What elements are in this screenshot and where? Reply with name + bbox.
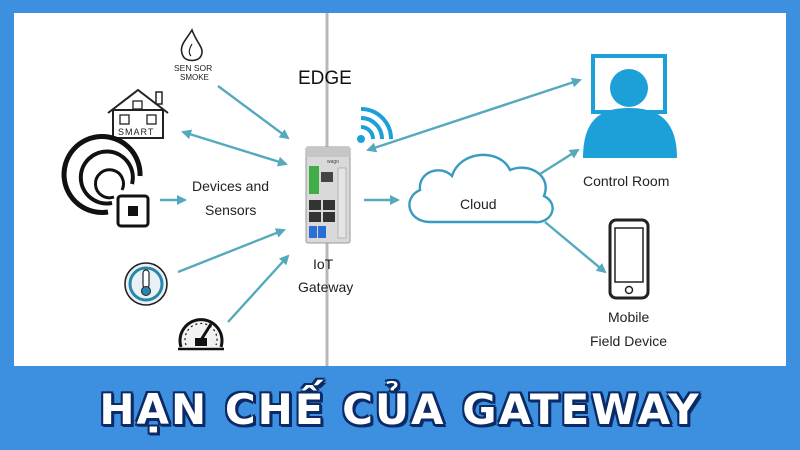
mobile-label-line1: Mobile xyxy=(608,309,649,325)
mobile-label-line2: Field Device xyxy=(590,333,667,349)
smoke-sensor-text-bottom: SMOKE xyxy=(180,73,209,82)
thermometer-gauge-icon xyxy=(124,262,168,306)
arrow-cloud-to-mobile xyxy=(544,221,607,274)
banner-title: HẠN CHẾ CỦA GATEWAY xyxy=(99,384,701,434)
arrow-gateway-control-room xyxy=(366,77,582,153)
iot-gateway-device-icon: wago xyxy=(305,146,351,244)
gateway-brand-text: wago xyxy=(327,159,339,165)
control-room-operator-icon xyxy=(583,54,677,158)
title-banner: HẠN CHẾ CỦA GATEWAY xyxy=(0,368,800,450)
smart-home-icon: SMART xyxy=(107,88,169,139)
smart-home-text: SMART xyxy=(118,127,154,137)
arrow-home-gateway xyxy=(181,129,288,167)
cloud-icon xyxy=(408,153,554,224)
gateway-label-line2: Gateway xyxy=(298,279,353,295)
arrow-smoke-to-gateway xyxy=(217,85,290,140)
arrow-thermometer-to-gateway xyxy=(177,228,286,274)
devices-label-line1: Devices and xyxy=(192,178,269,194)
arrow-cloud-to-control-room xyxy=(539,148,580,176)
smoke-sensor-text-top: SEN SOR xyxy=(174,63,212,73)
pressure-gauge-icon xyxy=(178,318,224,351)
smoke-sensor-icon: SEN SOR SMOKE xyxy=(174,28,212,82)
arrow-gauge-to-gateway xyxy=(227,254,290,323)
devices-label-line2: Sensors xyxy=(205,202,256,218)
gateway-label-line1: IoT xyxy=(313,256,334,272)
mobile-phone-icon xyxy=(608,218,650,300)
control-room-label: Control Room xyxy=(583,173,669,189)
proximity-sensor-icon xyxy=(61,133,150,228)
edge-label: EDGE xyxy=(298,68,352,89)
wifi-icon xyxy=(357,107,393,143)
cloud-label: Cloud xyxy=(460,196,497,212)
